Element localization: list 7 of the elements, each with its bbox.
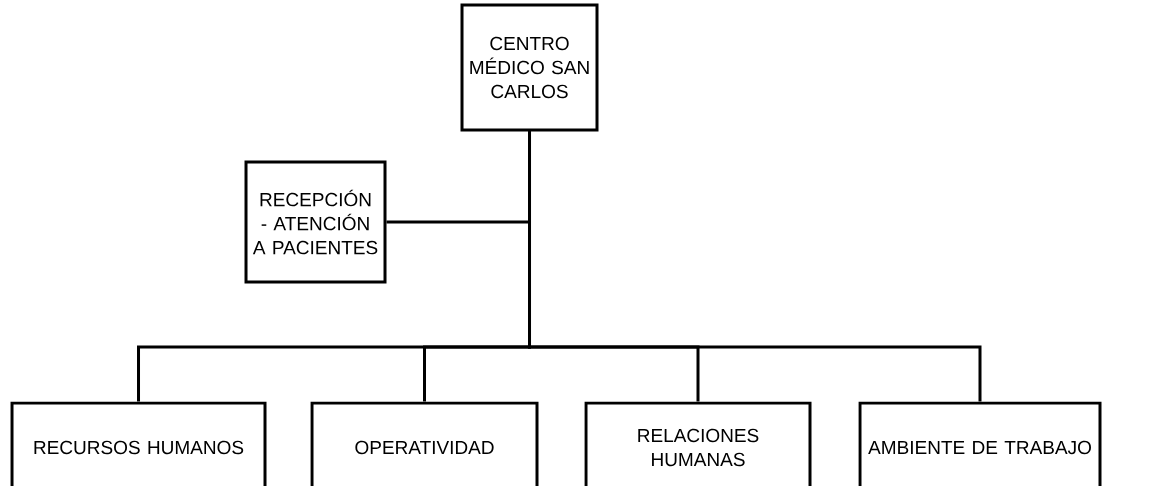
org-box: OPERATIVIDAD (310, 401, 539, 486)
org-box: RECEPCIÓN - ATENCIÓN A PACIENTES (244, 160, 387, 284)
org-box: RECURSOS HUMANOS (10, 401, 267, 486)
org-box: CENTRO MÉDICO SAN CARLOS (460, 3, 599, 132)
connector-line (528, 131, 982, 402)
org-box: AMBIENTE DE TRABAJO (858, 401, 1102, 486)
org-box: RELACIONES HUMANAS (584, 401, 812, 486)
